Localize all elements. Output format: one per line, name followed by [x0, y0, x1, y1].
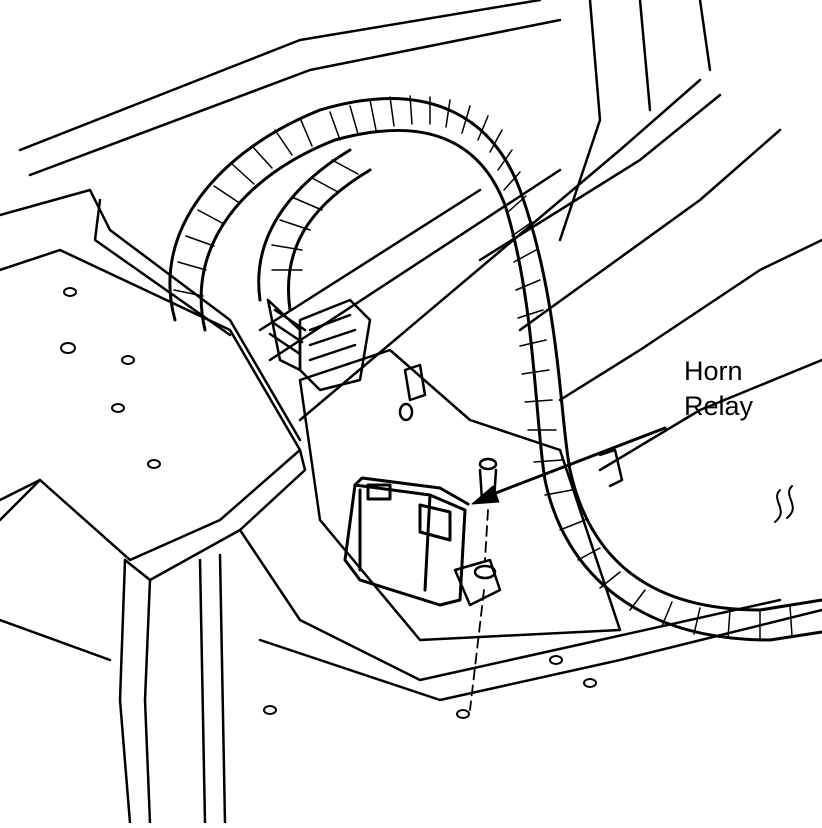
mounting-tab — [453, 457, 502, 607]
relay-mounting-plate — [298, 348, 622, 642]
harness-ribbing — [173, 95, 793, 641]
wiring-harness — [168, 97, 822, 642]
callout-label-line1: Horn — [684, 356, 743, 386]
dash-panel — [0, 0, 822, 472]
right-cable — [774, 485, 794, 523]
harness-clip — [598, 448, 624, 488]
mounting-holes — [60, 287, 597, 719]
callout-arrowhead — [471, 485, 500, 505]
terminal — [398, 363, 427, 422]
harness-connector — [266, 298, 372, 392]
callout-leader — [486, 426, 667, 498]
mounting-bracket — [0, 248, 822, 825]
callout-label-line2: Relay — [684, 391, 754, 421]
horn-relay — [343, 476, 470, 607]
bolt-centerline — [469, 509, 489, 711]
